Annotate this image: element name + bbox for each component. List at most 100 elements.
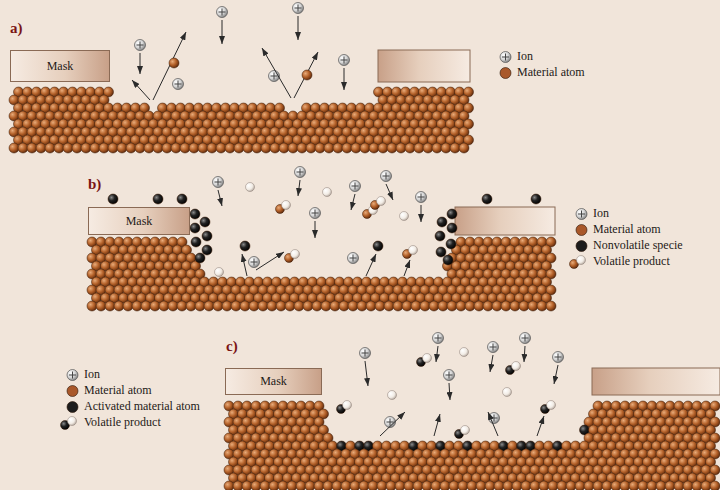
brown-atom: [117, 143, 127, 153]
black-atom: [190, 223, 200, 233]
ion-symbol: [348, 253, 359, 264]
brown-atom: [141, 301, 151, 311]
white-atom: [215, 268, 224, 277]
motion-arrow: [554, 365, 558, 384]
brown-atom: [251, 481, 261, 490]
motion-arrow: [537, 416, 544, 436]
brown-atom: [324, 143, 334, 153]
brown-atom: [207, 143, 217, 153]
ion-symbol: [293, 3, 304, 14]
panel-label: b): [88, 176, 101, 193]
motion-arrow: [380, 412, 405, 436]
brown-atom: [162, 143, 172, 153]
ion-symbol: [444, 370, 455, 381]
legend-entry: Ion: [575, 206, 609, 221]
brown-atom: [465, 301, 475, 311]
brown-atom: [450, 143, 460, 153]
brown-atom: [351, 143, 361, 153]
brown-atom: [312, 301, 322, 311]
legend-entry: Material atom: [499, 65, 585, 80]
motion-arrow: [298, 180, 300, 196]
legend-entry: Material atom: [66, 383, 152, 398]
legend-entry: Material atom: [575, 222, 661, 237]
brown-atom: [123, 301, 133, 311]
black-atom: [373, 241, 383, 251]
brown-atom: [159, 301, 169, 311]
panel-c-illustration: [224, 333, 720, 490]
brown-atom: [302, 70, 312, 80]
legend-swatch: [575, 207, 588, 221]
white-atom: [547, 401, 556, 410]
brown-atom: [333, 143, 343, 153]
motion-arrow: [436, 346, 438, 362]
ion-symbol: [217, 7, 228, 18]
brown-atom: [81, 143, 91, 153]
ion-symbol: [213, 177, 224, 188]
motion-arrow: [351, 194, 355, 210]
white-atom: [461, 426, 470, 435]
brown-atom: [213, 301, 223, 311]
brown-atom: [90, 143, 100, 153]
legend-text: Material atom: [593, 222, 661, 237]
brown-atom: [512, 481, 522, 490]
motion-arrow: [256, 252, 284, 270]
white-atom: [512, 362, 521, 371]
brown-atom: [701, 481, 711, 490]
legend-swatch: [59, 416, 79, 430]
motion-arrow: [262, 48, 291, 98]
brown-atom: [656, 481, 666, 490]
brown-atom: [402, 301, 412, 311]
brown-atom: [423, 143, 433, 153]
brown-atom: [18, 143, 28, 153]
black-atom: [202, 231, 212, 241]
brown-atom: [546, 301, 556, 311]
brown-atom: [171, 143, 181, 153]
brown-atom: [447, 301, 457, 311]
black-atom: [435, 231, 445, 241]
brown-atom: [611, 481, 621, 490]
brown-atom: [620, 481, 630, 490]
brown-atom: [276, 301, 286, 311]
black-atom: [446, 239, 456, 249]
brown-atom: [501, 301, 511, 311]
brown-atom: [231, 301, 241, 311]
motion-arrow: [294, 52, 318, 98]
black-atom: [202, 245, 212, 255]
panel-a-illustration: [9, 3, 474, 154]
ion-symbol: [350, 181, 361, 192]
brown-atom: [521, 481, 531, 490]
brown-atom: [492, 301, 502, 311]
ion-symbol: [576, 208, 587, 219]
brown-atom: [449, 481, 459, 490]
brown-atom: [602, 481, 612, 490]
brown-atom: [240, 301, 250, 311]
brown-atom: [548, 481, 558, 490]
brown-atom: [674, 481, 684, 490]
legend-swatch: [66, 384, 79, 398]
brown-atom: [169, 58, 179, 68]
ion-symbol: [249, 257, 260, 268]
brown-atom: [393, 301, 403, 311]
brown-atom: [315, 143, 325, 153]
brown-atom: [593, 481, 603, 490]
motion-arrow: [365, 361, 368, 386]
brown-atom: [440, 481, 450, 490]
brown-atom: [285, 301, 295, 311]
brown-atom: [629, 481, 639, 490]
brown-atom: [467, 481, 477, 490]
brown-atom: [341, 481, 351, 490]
brown-atom: [249, 301, 259, 311]
brown-atom: [503, 481, 513, 490]
black-atom: [443, 255, 453, 265]
black-atom: [437, 217, 447, 227]
brown-atom: [476, 481, 486, 490]
brown-atom: [647, 481, 657, 490]
legend-swatch: [575, 239, 588, 253]
legend-swatch: [66, 368, 79, 382]
mask-block: [455, 207, 555, 235]
brown-atom: [9, 143, 19, 153]
brown-atom: [431, 481, 441, 490]
brown-atom: [180, 143, 190, 153]
brown-atom: [323, 481, 333, 490]
brown-atom: [168, 301, 178, 311]
